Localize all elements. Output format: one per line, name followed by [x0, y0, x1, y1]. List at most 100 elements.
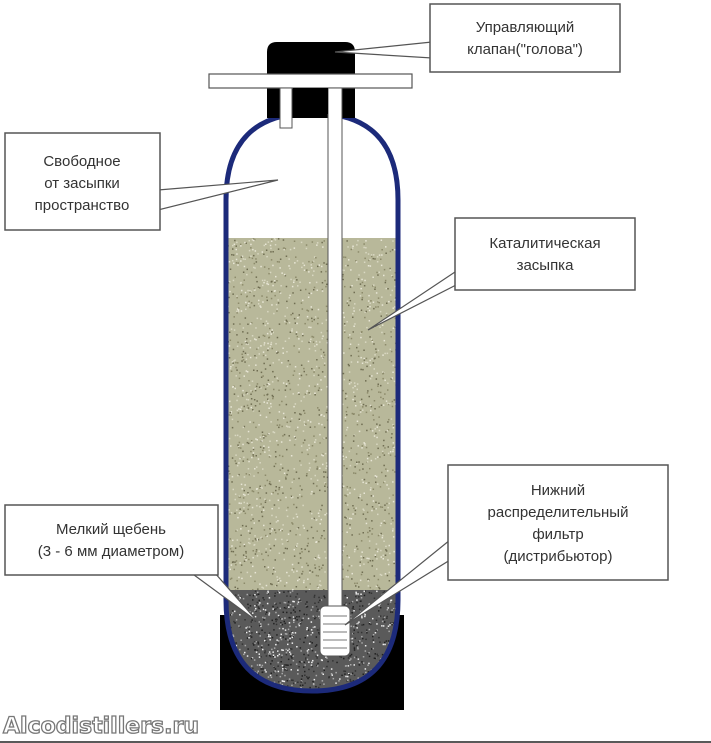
speckle	[308, 385, 310, 387]
speckle	[326, 338, 329, 341]
speckle	[240, 571, 242, 574]
speckle	[277, 581, 280, 584]
speckle	[351, 534, 353, 536]
speckle	[252, 490, 255, 493]
speckle	[269, 412, 271, 414]
speckle	[257, 591, 259, 594]
speckle	[247, 542, 250, 544]
speckle	[260, 371, 263, 374]
speckle	[308, 642, 311, 645]
speckle	[355, 585, 357, 587]
speckle	[360, 555, 362, 558]
speckle	[292, 635, 294, 638]
speckle	[250, 519, 252, 522]
speckle	[252, 565, 254, 568]
speckle	[324, 571, 326, 573]
speckle	[221, 574, 223, 576]
speckle	[300, 678, 303, 680]
speckle	[237, 516, 239, 519]
speckle	[373, 657, 376, 659]
speckle	[409, 417, 411, 419]
speckle	[403, 364, 405, 366]
speckle	[353, 488, 356, 491]
speckle	[246, 338, 248, 340]
speckle	[236, 253, 238, 255]
speckle	[254, 571, 257, 574]
speckle	[293, 621, 295, 623]
speckle	[296, 335, 299, 338]
speckle	[264, 650, 266, 652]
speckle	[274, 602, 276, 605]
speckle	[238, 462, 240, 464]
speckle	[289, 363, 291, 366]
speckle	[263, 253, 265, 255]
speckle	[288, 337, 290, 340]
speckle	[357, 677, 359, 679]
speckle	[352, 247, 354, 249]
speckle	[407, 605, 409, 607]
speckle	[311, 571, 314, 573]
speckle	[332, 660, 334, 662]
speckle	[235, 375, 237, 377]
speckle	[281, 425, 283, 428]
speckle	[265, 320, 268, 322]
speckle	[298, 666, 300, 668]
speckle	[269, 455, 272, 457]
speckle	[244, 556, 246, 559]
speckle	[257, 645, 260, 648]
speckle	[222, 385, 224, 387]
speckle	[297, 601, 300, 603]
speckle	[404, 270, 406, 272]
speckle	[369, 258, 371, 261]
speckle	[263, 335, 266, 337]
speckle	[354, 670, 357, 672]
speckle	[378, 416, 380, 418]
speckle	[258, 632, 260, 635]
gravel-label-line2: (3 - 6 мм диаметром)	[38, 543, 184, 560]
speckle	[311, 517, 313, 520]
speckle	[267, 379, 270, 381]
speckle	[320, 355, 323, 357]
speckle	[410, 315, 412, 317]
speckle	[307, 578, 309, 580]
speckle	[308, 444, 310, 446]
speckle	[349, 343, 352, 345]
speckle	[272, 567, 275, 569]
speckle	[248, 240, 250, 242]
speckle	[326, 409, 328, 411]
speckle	[273, 681, 276, 684]
speckle	[251, 239, 254, 241]
speckle	[262, 605, 264, 607]
speckle	[388, 403, 390, 406]
speckle	[390, 350, 393, 353]
speckle	[363, 509, 365, 512]
speckle	[409, 648, 411, 650]
speckle	[303, 409, 305, 412]
speckle	[301, 308, 304, 310]
speckle	[283, 248, 285, 251]
speckle	[407, 331, 409, 333]
speckle	[289, 635, 291, 638]
speckle	[243, 279, 245, 281]
speckle	[269, 653, 272, 655]
speckle	[389, 250, 392, 253]
speckle	[316, 654, 319, 656]
speckle	[315, 644, 318, 646]
speckle	[251, 665, 253, 667]
speckle	[408, 470, 410, 472]
speckle	[289, 388, 292, 391]
speckle	[279, 291, 281, 293]
speckle	[257, 303, 260, 305]
speckle	[262, 468, 264, 470]
speckle	[243, 510, 245, 512]
speckle	[342, 372, 345, 375]
speckle	[276, 336, 279, 339]
speckle	[250, 302, 253, 304]
speckle	[272, 431, 274, 433]
speckle	[404, 553, 406, 555]
speckle	[309, 340, 311, 343]
speckle	[361, 499, 363, 501]
speckle	[229, 473, 231, 475]
speckle	[251, 380, 254, 382]
speckle	[286, 515, 289, 518]
